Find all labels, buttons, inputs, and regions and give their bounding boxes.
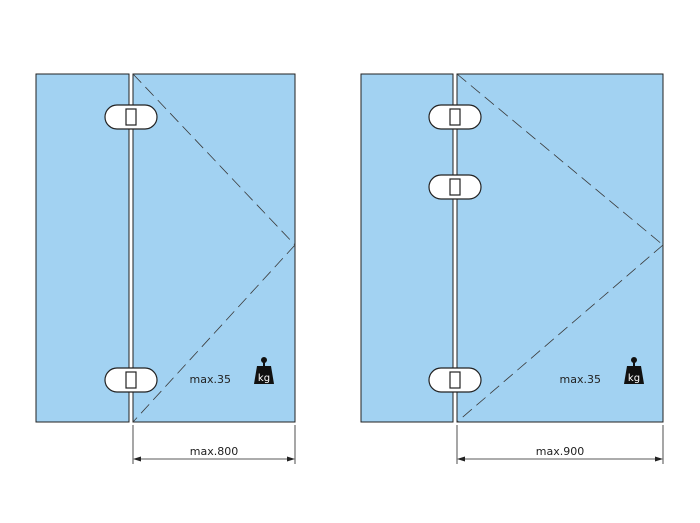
door-glass-panel: [456, 73, 664, 423]
hinge-middle: [428, 174, 482, 200]
fixed-glass-panel: [360, 73, 454, 423]
hinge-bottom: [104, 367, 158, 393]
hinge-top: [428, 104, 482, 130]
hinge-pin: [125, 108, 137, 126]
weight-icon: kg: [624, 357, 644, 384]
max-load-label: max.35: [190, 373, 231, 386]
door-glass-panel: [132, 73, 296, 423]
weight-icon: kg: [254, 357, 274, 384]
opening-swing-dashes: [456, 73, 664, 423]
width-dimension: max.800: [132, 425, 296, 464]
weight-unit-label: kg: [258, 373, 270, 384]
width-dimension-label: max.800: [190, 445, 238, 458]
hinge-pin: [449, 108, 461, 126]
width-dimension: max.900: [456, 425, 664, 464]
hinge-top: [104, 104, 158, 130]
width-dimension-label: max.900: [536, 445, 584, 458]
fixed-glass-panel: [35, 73, 130, 423]
max-load-label: max.35: [560, 373, 601, 386]
hinge-pin: [449, 371, 461, 389]
hinge-bottom: [428, 367, 482, 393]
door-diagram-2-hinges: max.35 kg max.800: [35, 73, 296, 464]
hinge-pin: [125, 371, 137, 389]
weight-unit-label: kg: [628, 373, 640, 384]
opening-swing-dashes: [132, 73, 296, 423]
door-diagram-3-hinges: max.35 kg max.900: [360, 73, 664, 464]
hinge-pin: [449, 178, 461, 196]
